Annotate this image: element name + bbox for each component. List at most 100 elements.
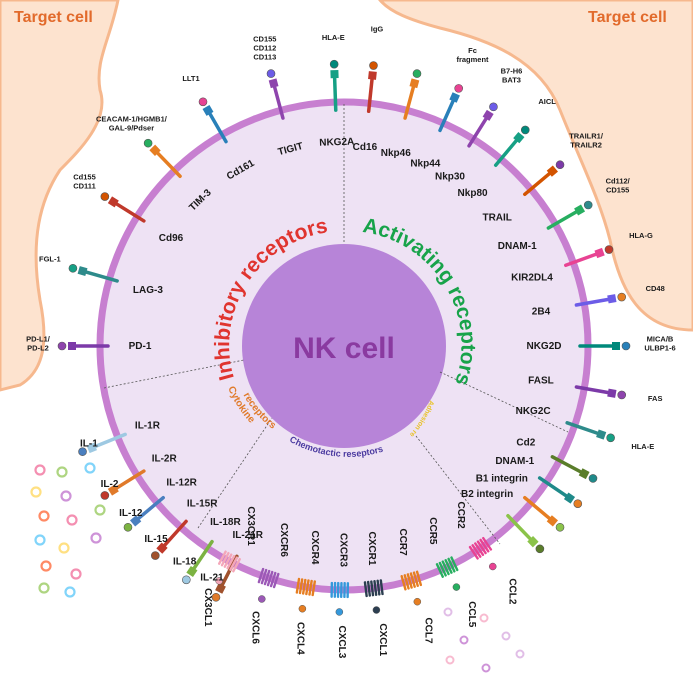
inhibitory-nkg2a-label-line: NKG2A <box>319 137 354 149</box>
activating-nkp46-receptor-head <box>409 78 420 89</box>
cytokine-il-2r-ligand-label: IL-2 <box>101 479 119 490</box>
free-cytokine-dot <box>34 534 46 546</box>
cytokine-il-2r-receptor <box>113 469 146 491</box>
chemotactic-cxcr4-helix <box>311 580 317 597</box>
cytokine-il-15r-label: IL-15R <box>187 499 218 510</box>
chemotactic-cxcr3-helix <box>333 581 337 598</box>
activating-nkp44-ligand-shape <box>454 84 463 93</box>
activating-cd16-receptor <box>366 75 374 114</box>
chemotactic-ccr2-helix <box>476 540 487 555</box>
activating-nkp80-label: Nkp80 <box>458 188 488 199</box>
chemotactic-ccr7-helix <box>406 573 413 589</box>
activating-nkp44-label-line: Nkp44 <box>410 158 440 169</box>
activating-dnam-1-ligand-label: Cd112/CD155 <box>606 177 631 195</box>
inhibitory-nkg2a-ligand-label-line: HLA-E <box>322 33 345 42</box>
cytokine-il-1r-ligand-shape <box>78 447 87 456</box>
cytokine-il-12r-ligand-label: IL-12 <box>119 508 143 519</box>
target-cell-right <box>378 0 693 332</box>
chemotactic-cxcr4-label: CXCR4 <box>309 531 320 565</box>
chemotactic-ccr7-ligand-label: CCL7 <box>423 617 434 644</box>
chemotactic-cxcr4-helix <box>305 579 310 596</box>
cytokine-il-2r-receptor-head <box>107 484 119 496</box>
cytokine-il-15r-ligand-label: IL-15 <box>144 534 168 545</box>
cytokine-il-2r-ligand-label-line: IL-2 <box>101 479 119 490</box>
inhibitory-pd-1-receptor-head <box>68 342 76 350</box>
inhibitory-nkg2a-receptor <box>332 74 338 112</box>
free-chemokine-dot <box>501 631 511 641</box>
chemotactic-ccr5-helix <box>444 559 453 574</box>
free-chemokine-dot <box>445 655 455 665</box>
adhesion-dnam-1-receptor <box>537 476 570 499</box>
adhesion-b1-integrin-receptor-head <box>546 515 558 527</box>
chemotactic-cx3cr1-helix <box>217 550 227 565</box>
inhibitory-tim-3-receptor-head <box>149 144 161 156</box>
free-cytokine-dot <box>38 510 50 522</box>
inhibitory-cd161-ligand-label: LLT1 <box>182 74 199 83</box>
activating-dnam-1-ligand-shape <box>583 200 593 210</box>
activating-trail-receptor <box>523 170 553 197</box>
chemotactic-ccr7-helix <box>415 570 423 587</box>
inhibitory-tim-3-ligand-label-line: GAL-9/Pdser <box>109 123 155 132</box>
adhesion-b2-integrin-label-line: B2 integrin <box>461 489 513 500</box>
free-cytokine-dot <box>66 514 78 526</box>
inhibitory-cd96-receptor-head <box>107 196 119 208</box>
target-cell-left-label: Target cell <box>14 9 93 26</box>
activating-nkp30-ligand-label-line: BAT3 <box>502 76 521 85</box>
activating-nkg2d-ligand-label-line: ULBP1-6 <box>644 344 675 353</box>
chemotactic-cxcr3-ligand-shape <box>335 608 344 616</box>
free-cytokine-dot <box>70 568 82 580</box>
cytokine-il-15r-receptor-head <box>156 542 168 554</box>
cytokine-il-18r-receptor-head <box>186 565 198 578</box>
adhesion-cd2-label-line: Cd2 <box>516 438 535 449</box>
chemotactic-cxcr1-helix <box>379 579 384 596</box>
cytokine-il-21r-label: IL-21R <box>232 530 263 541</box>
activating-cd16-label-line: Cd16 <box>353 142 378 153</box>
activating-nkp44-receptor <box>438 97 456 133</box>
inhibitory-tim-3-ligand-label-line: CEACAM-1/HGMB1/ <box>96 114 168 123</box>
chemotactic-cxcr4-helix <box>301 578 307 595</box>
chemotactic-cxcr1-helix <box>366 580 372 597</box>
inhibitory-tigit-ligand-label-line: CD112 <box>253 43 276 52</box>
activating-cd16-ligand-shape <box>369 61 378 70</box>
free-cytokine-dot <box>34 464 46 476</box>
chemotactic-ccr5-helix <box>441 560 450 576</box>
chemotactic-ccr2-helix <box>468 545 479 560</box>
chemotactic-cx3cr1-ligand-label: CX3CL1 <box>202 588 213 627</box>
chemotactic-cxcr3-ligand-label: CXCL3 <box>336 626 347 659</box>
inhibitory-tigit-ligand-shape <box>266 69 276 78</box>
free-cytokine-dot <box>94 504 106 516</box>
activating-dnam-1-receptor <box>546 209 580 230</box>
adhesion-b1-integrin-ligand-shape <box>555 522 565 532</box>
activating-nkg2c-receptor-head <box>596 429 607 440</box>
activating-kir2dl4-ligand-label-line: HLA-G <box>629 231 653 240</box>
chemotactic-cxcr4-ligand-label: CXCL4 <box>295 622 306 655</box>
chemotactic-ccr2-helix <box>471 544 482 558</box>
inhibitory-lag-3-ligand-label: FGL-1 <box>39 255 61 264</box>
activating-fasl-label: FASL <box>528 376 554 387</box>
activating-nkp46-receptor <box>403 83 416 120</box>
cytokine-il-2r-label: IL-2R <box>152 453 178 464</box>
activating-trail-ligand-shape <box>555 160 565 170</box>
cytokine-il-12r-label: IL-12R <box>166 477 197 488</box>
nk-cell-label: NK cell <box>293 332 395 365</box>
cytokine-il-21r-ligand-shape <box>211 592 221 602</box>
free-chemokine-dot <box>459 635 469 645</box>
chemotactic-ccr2-helix <box>479 538 490 553</box>
activating-nkg2c-label-line: NKG2C <box>516 406 551 417</box>
free-chemokine-dot <box>481 663 491 673</box>
chemotactic-cxcr6-helix <box>257 567 265 584</box>
activating-2b4-ligand-shape <box>617 292 627 302</box>
activating-cd16-receptor-head <box>368 71 377 80</box>
receptor-layer <box>30 59 631 673</box>
activating-nkg2d-label-line: NKG2D <box>526 341 561 352</box>
chemotactic-cxcr6-label: CXCR6 <box>278 523 289 557</box>
activating-nkg2c-ligand-shape <box>606 433 615 443</box>
chemotactic-cx3cr1-helix <box>226 554 236 570</box>
chemotactic-ccr7-helix <box>403 574 410 590</box>
chemotactic-ccr2-ligand-shape <box>488 562 497 571</box>
inhibitory-nkg2a-label: NKG2A <box>319 137 354 149</box>
chemotactic-ccr2-ligand-label: CCL2 <box>507 578 518 605</box>
activating-fasl-receptor <box>574 385 612 395</box>
